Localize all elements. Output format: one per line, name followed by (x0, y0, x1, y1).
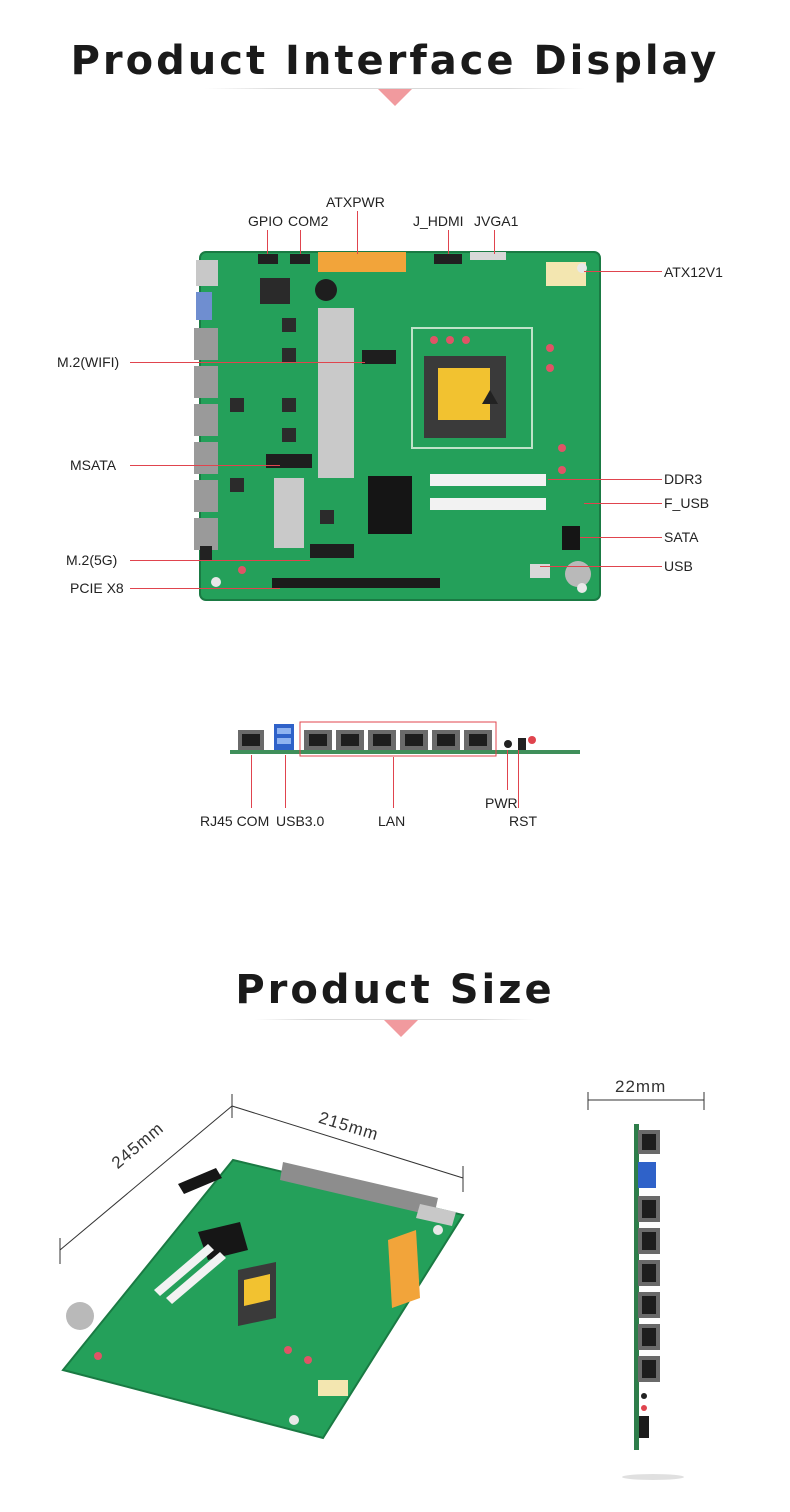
motherboard-isometric-view (61, 1158, 465, 1440)
leader-usb30 (285, 755, 286, 808)
label-atxpwr: ATXPWR (326, 194, 385, 210)
title-divider (205, 88, 585, 89)
label-pcie-x8: PCIE X8 (70, 580, 124, 596)
motherboard-side-view (634, 1124, 660, 1450)
leader-rst (518, 750, 519, 808)
section-title-interface: Product Interface Display (70, 38, 720, 84)
label-jvga1: JVGA1 (474, 213, 519, 229)
leader-pcie-x8 (130, 588, 280, 589)
leader-m2-5g (130, 560, 310, 561)
leader-m2-wifi (130, 362, 365, 363)
label-rst: RST (509, 813, 537, 829)
label-j-hdmi: J_HDMI (413, 213, 464, 229)
label-msata: MSATA (70, 457, 117, 473)
label-lan: LAN (378, 813, 406, 829)
label-usb: USB (664, 558, 693, 574)
title-pointer-icon (378, 89, 412, 106)
label-m2-5g: M.2(5G) (66, 552, 118, 568)
label-gpio: GPIO (248, 213, 284, 229)
leader-pwr (507, 750, 508, 790)
leader-f-usb (584, 503, 662, 504)
dimension-lines (59, 1094, 464, 1264)
label-com2: COM2 (288, 213, 329, 229)
label-ddr3: DDR3 (664, 471, 703, 487)
leader-ddr3 (548, 479, 662, 480)
label-usb30: USB3.0 (276, 813, 325, 829)
leader-j-hdmi (448, 230, 449, 254)
leader-gpio (267, 230, 268, 254)
label-rj45-com: RJ45 COM (200, 813, 270, 829)
leader-sata (580, 537, 662, 538)
dimension-height: 22mm (615, 1077, 667, 1096)
rear-io-panel (230, 721, 580, 757)
motherboard-top-view (194, 251, 601, 601)
size-title-pointer-icon (384, 1020, 418, 1037)
label-atx12v1: ATX12V1 (664, 264, 723, 280)
side-view-shadow (622, 1474, 684, 1480)
label-pwr: PWR (485, 795, 518, 811)
height-dimension-lines (587, 1092, 705, 1110)
section-title-size: Product Size (235, 967, 555, 1013)
label-f-usb: F_USB (664, 495, 710, 511)
leader-atx12v1 (584, 271, 662, 272)
leader-atxpwr (357, 211, 358, 254)
size-title-divider (255, 1019, 535, 1020)
leader-com2 (300, 230, 301, 254)
label-m2-wifi: M.2(WIFI) (57, 354, 120, 370)
leader-lan (393, 757, 394, 808)
leader-msata (130, 465, 280, 466)
leader-usb (540, 566, 662, 567)
leader-rj45-com (251, 755, 252, 808)
leader-jvga1 (494, 230, 495, 254)
label-sata: SATA (664, 529, 699, 545)
